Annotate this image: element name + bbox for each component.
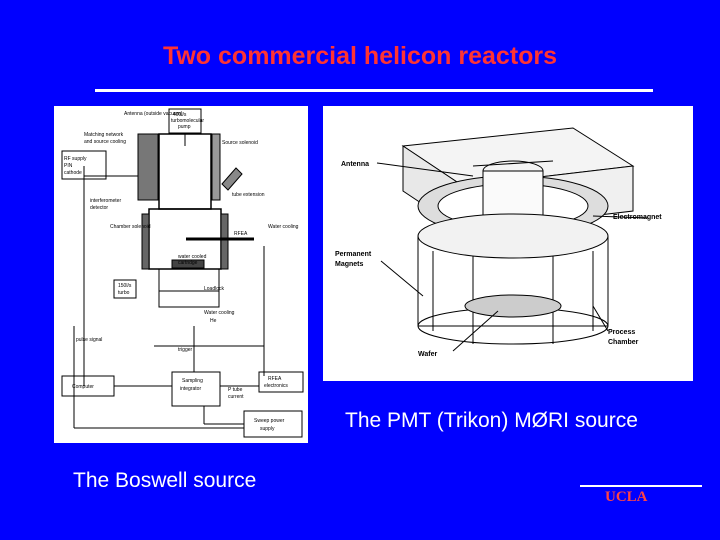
boswell-label-pulse: pulse signal [76, 337, 102, 343]
pmt-label-process1: Process [608, 329, 635, 336]
pmt-label-electromagnet: Electromagnet [613, 214, 662, 221]
boswell-label-water-cooling-right: Water cooling [268, 224, 299, 230]
boswell-label-tube-ext: tube extension [232, 192, 265, 198]
boswell-label-interferometer: interferometer [90, 198, 121, 204]
boswell-label-sampling1: Sampling [182, 378, 203, 384]
pmt-label-antenna: Antenna [341, 161, 369, 168]
pmt-label-permanent1: Permanent [335, 251, 372, 258]
boswell-label-sampling2: integrator [180, 386, 201, 392]
boswell-label-matching: Matching network [84, 132, 124, 138]
boswell-label-computer: Computer [72, 384, 94, 390]
boswell-label-he: He [210, 318, 217, 324]
boswell-label-p-tube: P tube [228, 387, 243, 393]
boswell-label-cartridge: cartridge [178, 260, 198, 266]
boswell-label-rfea-elec2: electronics [264, 383, 288, 389]
boswell-label-rf-pin: PIN [64, 163, 73, 169]
boswell-label-sweep2: supply [260, 426, 275, 432]
boswell-label-sweep1: Sweep power [254, 418, 285, 424]
title-underline [95, 89, 653, 92]
pmt-label-permanent2: Magnets [335, 261, 364, 268]
ucla-logo: UCLA [605, 489, 648, 505]
boswell-label-loadlock: Loadlock [204, 286, 225, 292]
boswell-label-pump3: pump [178, 124, 191, 130]
boswell-label-solenoid: Source solenoid [222, 140, 258, 146]
boswell-label-rfea: RFEA [234, 231, 248, 237]
boswell-label-turbo2b: turbo [118, 290, 130, 296]
boswell-label-water-cooling: Water cooling [204, 310, 235, 316]
pmt-diagram: Antenna Electromagnet Permanent Magnets … [323, 106, 693, 381]
boswell-label-pump1: 400l/s [173, 112, 187, 118]
boswell-caption: The Boswell source [73, 469, 257, 492]
boswell-label-chamber: Chamber solenoid [110, 224, 151, 230]
boswell-label-trigger: trigger [178, 347, 193, 353]
slide-title: Two commercial helicon reactors [162, 42, 558, 70]
boswell-label-water-cooled: water cooled [178, 254, 207, 260]
boswell-label-turbo2a: 150l/s [118, 283, 132, 289]
pmt-caption: The PMT (Trikon) MØRI source [345, 409, 638, 432]
boswell-label-rfea-elec1: RFEA [268, 376, 282, 382]
boswell-label-antenna: Antenna (outside vacuum) [124, 111, 183, 117]
boswell-label-pump2: turbomolecular [171, 118, 204, 124]
pmt-label-process2: Chamber [608, 339, 639, 346]
boswell-label-source-cooling: and source cooling [84, 139, 126, 145]
boswell-label-rf-cathode: cathode [64, 170, 82, 176]
logo-rule [580, 485, 702, 487]
boswell-diagram: Antenna (outside vacuum) 400l/s turbomol… [54, 106, 308, 443]
boswell-label-detector: detector [90, 205, 108, 211]
pmt-label-wafer: Wafer [418, 351, 437, 358]
boswell-label-rf-supply: RF supply [64, 156, 87, 162]
boswell-label-current: current [228, 394, 244, 400]
